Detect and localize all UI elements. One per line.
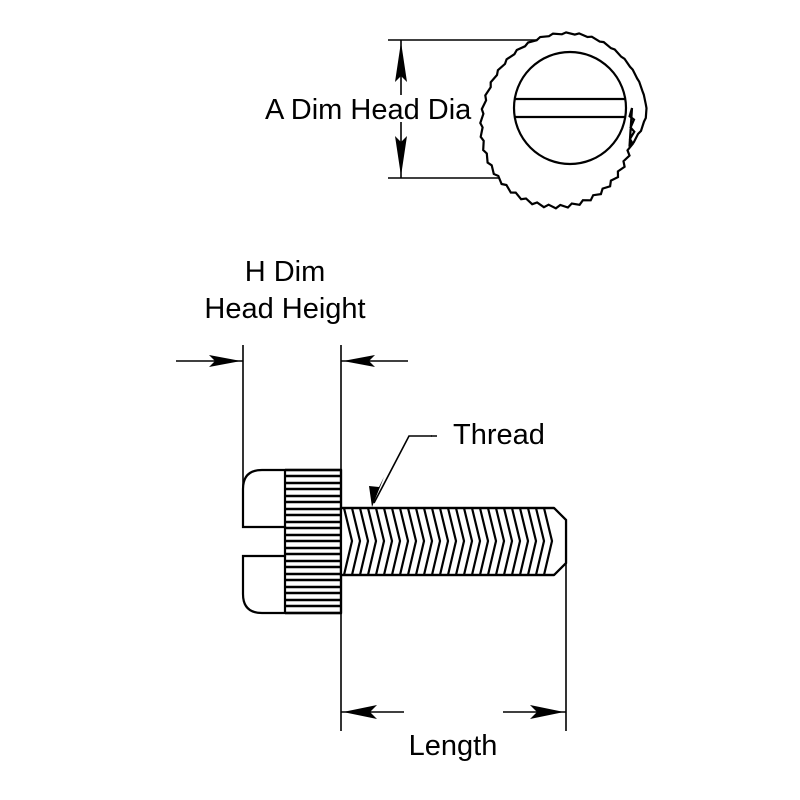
a-dim-dimension-group: A Dim Head Dia <box>265 39 543 179</box>
thumb-screw-side-view <box>241 468 568 615</box>
a-dim-head-dia-label: A Dim Head Dia <box>265 94 472 126</box>
h-dim-label-line2: Head Height <box>204 293 365 325</box>
thread-callout-group: Thread <box>369 419 545 507</box>
thread-chamfer-tip <box>553 507 568 576</box>
head-inner-circle <box>512 50 628 166</box>
length-dimension-group: Length <box>340 563 567 762</box>
h-dim-label-line1: H Dim <box>245 256 326 288</box>
length-label: Length <box>409 730 498 762</box>
h-dim-dimension-group <box>176 345 408 487</box>
thread-leader-line <box>373 435 437 504</box>
threaded-shank-body <box>339 506 568 577</box>
a-dim-arrow-up-icon <box>395 42 407 82</box>
knurled-head-end-view <box>479 31 648 210</box>
thread-crest-profile <box>342 507 554 576</box>
thread-label: Thread <box>453 419 545 451</box>
length-arrow-left-icon <box>343 705 377 719</box>
h-dim-arrow-right-icon <box>209 355 241 367</box>
h-dim-head-height-label-group: H Dim Head Height <box>204 256 365 325</box>
length-arrow-right-icon <box>530 705 564 719</box>
h-dim-arrow-left-icon <box>343 355 375 367</box>
head-knurl-stripes <box>285 468 341 615</box>
thread-leader-arrow-icon <box>369 477 384 507</box>
a-dim-arrow-down-icon <box>395 136 407 176</box>
